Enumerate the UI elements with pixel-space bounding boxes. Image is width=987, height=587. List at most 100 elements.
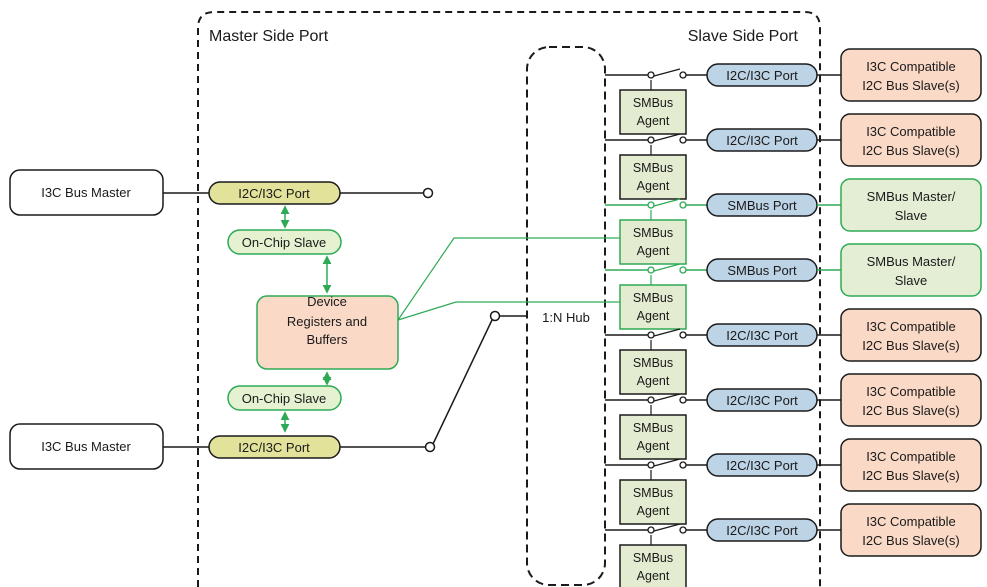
on-chip-slave-2	[227, 385, 342, 411]
smbus-agent-label-2: Agent	[637, 309, 670, 323]
device-label-1: I3C Compatible	[866, 449, 956, 464]
on-chip-slave-2-label: On-Chip Slave	[242, 391, 327, 406]
port-label: I2C/I3C Port	[726, 133, 798, 148]
i3c-compatible-slave-device	[840, 113, 982, 167]
switch-blade	[653, 263, 681, 272]
i3c-bus-master-1-label: I3C Bus Master	[41, 185, 131, 200]
i3c-compatible-slave-device	[840, 48, 982, 102]
switch-terminal-in	[647, 71, 655, 79]
master-2-switch-terminal	[424, 441, 436, 453]
device-label-1: SMBus Master/	[867, 254, 956, 269]
hub-label: 1:N Hub	[542, 310, 590, 325]
device-registers-and-buffers	[256, 295, 399, 370]
smbus-agent-label-2: Agent	[637, 504, 670, 518]
switch-terminal-out	[679, 71, 687, 79]
switch-terminal-in	[647, 136, 655, 144]
smbus-agent	[619, 414, 687, 460]
slave-side-port-title: Slave Side Port	[688, 28, 799, 45]
switch-terminal-out	[679, 461, 687, 469]
switch-blade	[653, 328, 681, 337]
master-side-port-title: Master Side Port	[209, 28, 329, 45]
i3c-bus-master-2-label: I3C Bus Master	[41, 439, 131, 454]
switch-terminal-in	[647, 201, 655, 209]
switch-terminal-out	[679, 526, 687, 534]
smbus-agent-label-1: SMBus	[633, 96, 673, 110]
switch-terminal-in	[647, 526, 655, 534]
smbus-agent-label-2: Agent	[637, 114, 670, 128]
port-label: I2C/I3C Port	[726, 393, 798, 408]
smbus-agent	[619, 89, 687, 135]
smbus-agent-label-1: SMBus	[633, 161, 673, 175]
i3c-compatible-slave-device	[840, 308, 982, 362]
port-label: I2C/I3C Port	[726, 328, 798, 343]
smbus-agent-label-2: Agent	[637, 439, 670, 453]
port-label: I2C/I3C Port	[726, 68, 798, 83]
device-boundary	[197, 11, 821, 587]
device-label-2: I2C Bus Slave(s)	[862, 403, 960, 418]
switch-terminal-in	[647, 396, 655, 404]
device-label-2: Slave	[895, 273, 928, 288]
smbus-agent-label-2: Agent	[637, 179, 670, 193]
device-label-1: I3C Compatible	[866, 124, 956, 139]
smbus-agent	[619, 219, 687, 265]
device-label-1: I3C Compatible	[866, 319, 956, 334]
device-label-2: I2C Bus Slave(s)	[862, 533, 960, 548]
device-label-1: SMBus Master/	[867, 189, 956, 204]
device-label-1: I3C Compatible	[866, 514, 956, 529]
switch-terminal-in	[647, 331, 655, 339]
switch-terminal-out	[679, 396, 687, 404]
switch-blade	[653, 198, 681, 207]
smbus-agent-label-1: SMBus	[633, 551, 673, 565]
switch-terminal-out	[679, 331, 687, 339]
smbus-agent-label-2: Agent	[637, 569, 670, 583]
i3c-compatible-slave-device	[840, 503, 982, 557]
master-1-port-label: I2C/I3C Port	[238, 186, 310, 201]
switch-blade	[653, 133, 681, 142]
device-label-2: I2C Bus Slave(s)	[862, 468, 960, 483]
smbus-agent-label-2: Agent	[637, 374, 670, 388]
registers-line-3: Buffers	[307, 332, 348, 347]
smbus-master-slave-device	[840, 243, 982, 297]
smbus-agent-label-1: SMBus	[633, 291, 673, 305]
switch-blade	[653, 458, 681, 467]
port-label: I2C/I3C Port	[726, 523, 798, 538]
device-label-2: I2C Bus Slave(s)	[862, 338, 960, 353]
device-label-2: Slave	[895, 208, 928, 223]
switch-terminal-in	[647, 266, 655, 274]
registers-to-agent-row4	[397, 301, 620, 321]
smbus-agent	[619, 284, 687, 330]
switch-blade	[653, 393, 681, 402]
registers-to-agent-row3	[397, 237, 620, 321]
master-1-open-terminal	[422, 187, 434, 199]
device-label-1: I3C Compatible	[866, 59, 956, 74]
switch-blade	[653, 523, 681, 532]
switch-terminal-out	[679, 201, 687, 209]
port-label: SMBus Port	[727, 198, 797, 213]
master-2-switch-blade	[432, 319, 493, 445]
smbus-agent	[619, 154, 687, 200]
master-2-port-label: I2C/I3C Port	[238, 440, 310, 455]
smbus-agent-label-1: SMBus	[633, 226, 673, 240]
device-label-2: I2C Bus Slave(s)	[862, 143, 960, 158]
on-chip-slave-1-label: On-Chip Slave	[242, 235, 327, 250]
device-label-1: I3C Compatible	[866, 384, 956, 399]
port-label: I2C/I3C Port	[726, 458, 798, 473]
switch-terminal-in	[647, 461, 655, 469]
registers-line-2: Registers and	[287, 314, 367, 329]
device-label-2: I2C Bus Slave(s)	[862, 78, 960, 93]
smbus-agent	[619, 479, 687, 525]
registers-line-1: Device	[307, 294, 347, 309]
hub-label-bg	[534, 307, 598, 327]
smbus-agent	[619, 544, 687, 587]
smbus-master-slave-device	[840, 178, 982, 232]
smbus-agent	[619, 349, 687, 395]
